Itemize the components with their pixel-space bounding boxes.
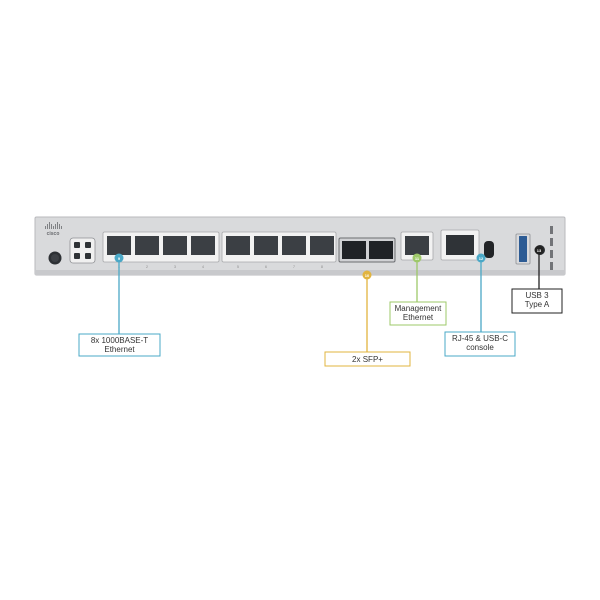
power-connector: [69, 237, 96, 264]
ethernet-port-2: [135, 236, 159, 255]
callout-box-sfp: [324, 351, 411, 367]
sfp-port-1: [342, 241, 366, 259]
cisco-wordmark: cisco: [47, 231, 60, 237]
callout-label: Ethernet: [104, 345, 135, 354]
port-number: 7: [293, 265, 295, 269]
port-number: 5: [237, 265, 239, 269]
callout-label: RJ-45 & USB-C: [452, 334, 508, 343]
ethernet-port-4: [191, 236, 215, 255]
callout-marker-number: 11: [415, 256, 420, 261]
callout-label: Type A: [525, 300, 550, 309]
sfp-cage: [338, 237, 396, 263]
callout-marker-usb: [534, 245, 544, 255]
ethernet-port-1: [107, 236, 131, 255]
callout-label: Ethernet: [403, 313, 434, 322]
ethernet-port-group-2: [221, 231, 337, 263]
callout-marker-number: 9: [118, 256, 121, 261]
port-number: 6: [265, 265, 267, 269]
usb-type-a-port: [515, 233, 531, 265]
callout-box-console: [444, 331, 516, 357]
callout-label: 2x SFP+: [352, 355, 383, 364]
usb-c-console-port: [484, 241, 494, 258]
callout-marker-number: 12: [479, 256, 484, 261]
callout-management: 11 Management Ethernet: [389, 253, 447, 326]
callout-label: console: [466, 343, 494, 352]
callout-box-usb: [511, 288, 563, 314]
callout-label: Management: [395, 304, 442, 313]
management-ethernet-port: [400, 231, 434, 261]
rj45-console-port: [440, 229, 480, 261]
callout-marker-console: [476, 253, 486, 263]
callout-box-ethernet: [78, 333, 161, 357]
callout-label: 8x 1000BASE-T: [91, 336, 148, 345]
callout-console: 12 RJ-45 & USB-C console: [444, 253, 516, 357]
ethernet-port-3: [163, 236, 187, 255]
callout-marker-sfp: [362, 270, 372, 280]
power-button: [48, 251, 62, 265]
port-number: 3: [174, 265, 176, 269]
callout-marker-number: 13: [537, 248, 542, 253]
ethernet-port-8: [310, 236, 334, 255]
port-number: 8: [321, 265, 323, 269]
callout-label: USB 3: [525, 291, 549, 300]
port-number: 4: [202, 265, 204, 269]
callout-marker-management: [412, 253, 422, 263]
callout-sfp: 10 2x SFP+: [324, 270, 411, 367]
callout-marker-ethernet: [114, 253, 124, 263]
callout-box-management: [389, 301, 447, 326]
cisco-logo: cisco: [45, 222, 62, 237]
callout-marker-number: 10: [365, 273, 370, 278]
callout-ethernet: 9 8x 1000BASE-T Ethernet: [78, 253, 161, 357]
ethernet-port-group-1: [102, 231, 220, 263]
ethernet-port-5: [226, 236, 250, 255]
ethernet-port-6: [254, 236, 278, 255]
port-number: 2: [146, 265, 148, 269]
ethernet-port-7: [282, 236, 306, 255]
sfp-port-2: [369, 241, 393, 259]
callout-usb: 13 USB 3 Type A: [511, 245, 563, 314]
